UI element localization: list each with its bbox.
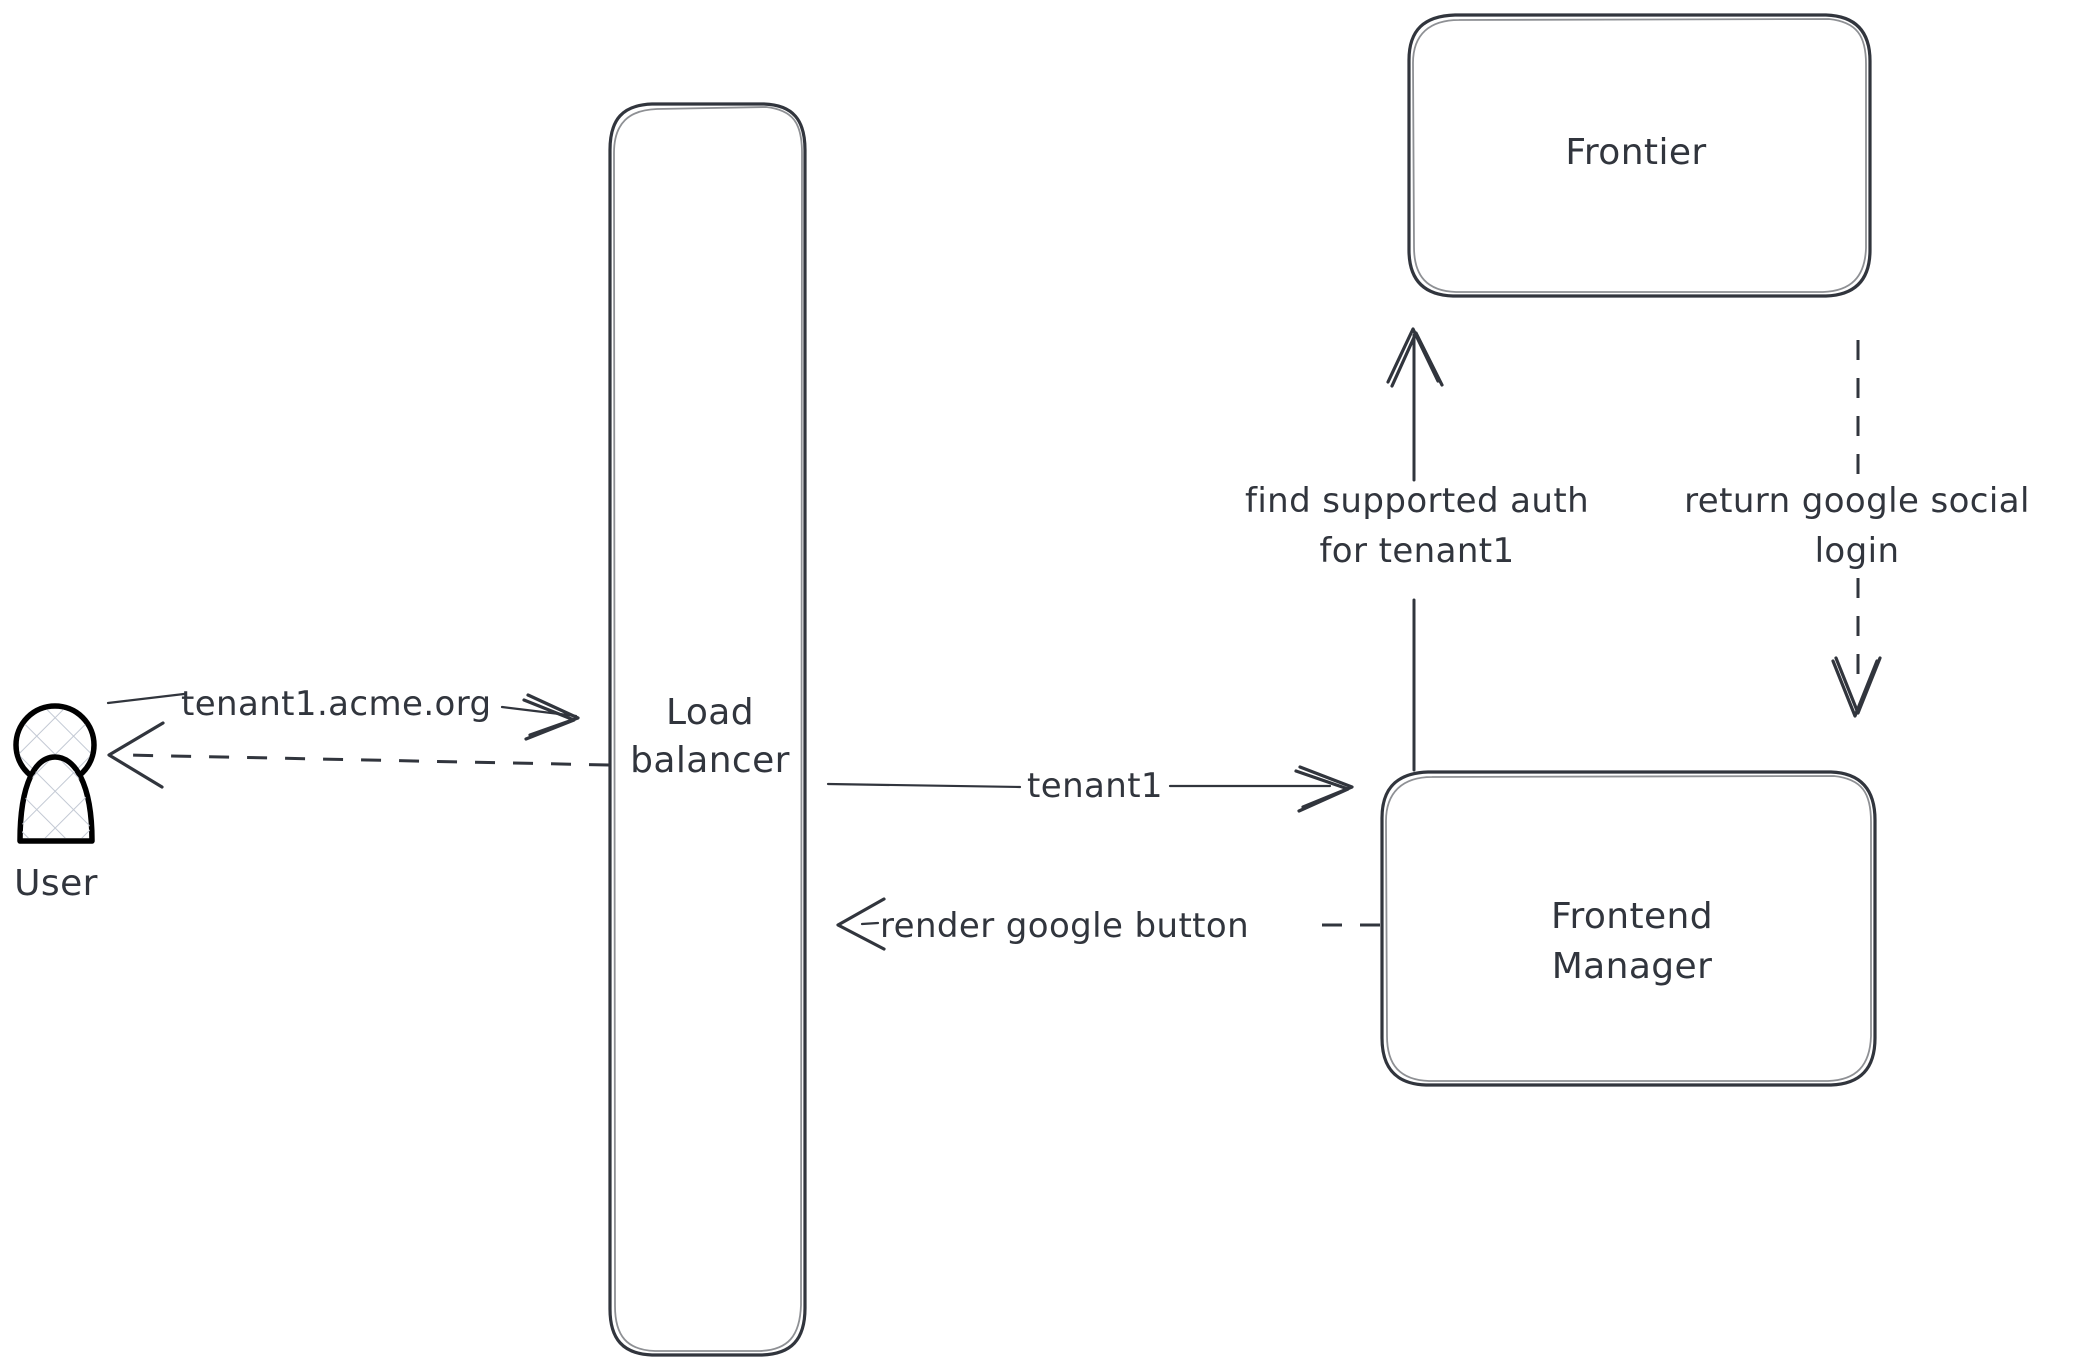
edge-user-to-lb-arrowhead [526,693,580,737]
edge-user-to-lb-line-left [106,692,186,705]
load-balancer-shape-sketch [613,106,803,1352]
edge-user-to-lb-arrowhead-sketch [522,698,576,741]
frontier-label: Frontier [1565,132,1706,173]
edge-user-to-load-balancer[interactable]: tenant1.acme.org [106,684,580,741]
edge-lb-to-fm-arrowhead-sketch [1294,769,1350,813]
edge-fm-to-lb-label: render google button [880,906,1249,946]
edge-frontier-to-fm-arrowhead-sketch [1831,659,1879,718]
frontend-manager-label-line1: Frontend [1551,896,1713,937]
edge-fm-to-frontier-arrowhead-sketch [1390,331,1444,388]
edge-frontier-to-fm-label-line2: login [1815,531,1900,571]
frontier-shape [1407,13,1872,298]
node-frontier[interactable]: Frontier [1407,13,1872,298]
edge-frontier-to-frontend-manager[interactable]: return google social login [1684,340,2030,718]
node-load-balancer[interactable]: Load balancer [608,102,807,1357]
edge-fm-to-lb-dash-stub [860,921,880,926]
edge-fm-to-frontier-label-line1: find supported auth [1245,481,1589,521]
load-balancer-label-line1: Load [666,692,754,733]
node-user[interactable]: User [13,703,98,904]
edge-frontier-to-fm-label-line1: return google social [1684,481,2030,521]
user-label: User [14,863,98,904]
edge-lb-to-fm-label: tenant1 [1027,766,1163,806]
frontier-shape-sketch [1412,18,1867,293]
frontend-manager-shape [1380,770,1877,1087]
edge-lb-to-user-arrowhead [107,721,165,789]
edge-frontend-manager-to-load-balancer[interactable]: render google button [836,897,1380,951]
node-frontend-manager[interactable]: Frontend Manager [1380,770,1877,1087]
edge-lb-to-fm-line-left [826,782,1022,789]
load-balancer-label-line2: balancer [630,740,790,781]
edge-lb-to-user-line [124,753,610,767]
edge-load-balancer-to-frontend-manager[interactable]: tenant1 [826,765,1354,813]
edge-frontend-manager-to-frontier[interactable]: find supported auth for tenant1 [1245,327,1589,772]
load-balancer-shape [608,102,807,1357]
user-body-hatch [22,760,90,838]
edge-user-to-lb-label: tenant1.acme.org [181,684,492,724]
frontend-manager-shape-sketch [1385,775,1872,1082]
edge-frontier-to-fm-arrowhead [1834,656,1882,715]
edge-fm-to-frontier-label-line2: for tenant1 [1319,531,1514,571]
frontend-manager-label-line2: Manager [1552,946,1713,987]
edge-fm-to-lb-arrowhead [836,897,886,951]
edge-load-balancer-to-user[interactable] [107,721,610,789]
